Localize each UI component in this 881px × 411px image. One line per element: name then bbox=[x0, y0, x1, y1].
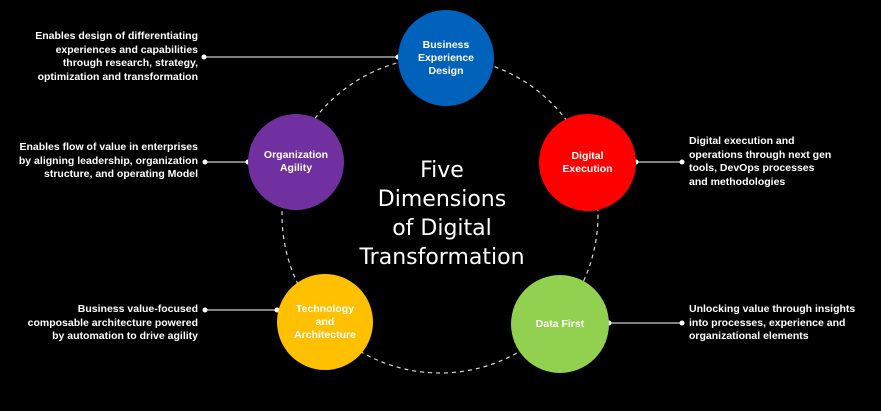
connector-dot-business-experience-design bbox=[201, 54, 207, 60]
connector-dot-technology-and-architecture bbox=[202, 307, 208, 313]
node-data-first: Data First bbox=[511, 275, 609, 373]
description-organization-agility: Enables flow of value in enterprises by … bbox=[18, 141, 198, 180]
connector-dot-organization-agility bbox=[202, 159, 208, 165]
node-organization-agility: Organization Agility bbox=[248, 114, 344, 210]
description-technology-and-architecture: Business value-focused composable archit… bbox=[27, 303, 198, 342]
node-business-experience-design: Business Experience Design bbox=[398, 10, 494, 106]
node-digital-execution: Digital Execution bbox=[539, 114, 636, 211]
description-business-experience-design: Enables design of differentiating experi… bbox=[35, 30, 198, 83]
description-digital-execution: Digital execution and operations through… bbox=[689, 135, 832, 188]
node-technology-and-architecture: Technology and Architecture bbox=[277, 274, 373, 370]
description-data-first: Unlocking value through insights into pr… bbox=[689, 303, 856, 342]
connector-dot-digital-execution-end bbox=[679, 159, 685, 165]
connector-dot-data-first-end bbox=[679, 320, 685, 326]
center-title: Five Dimensions of Digital Transformatio… bbox=[359, 158, 525, 270]
